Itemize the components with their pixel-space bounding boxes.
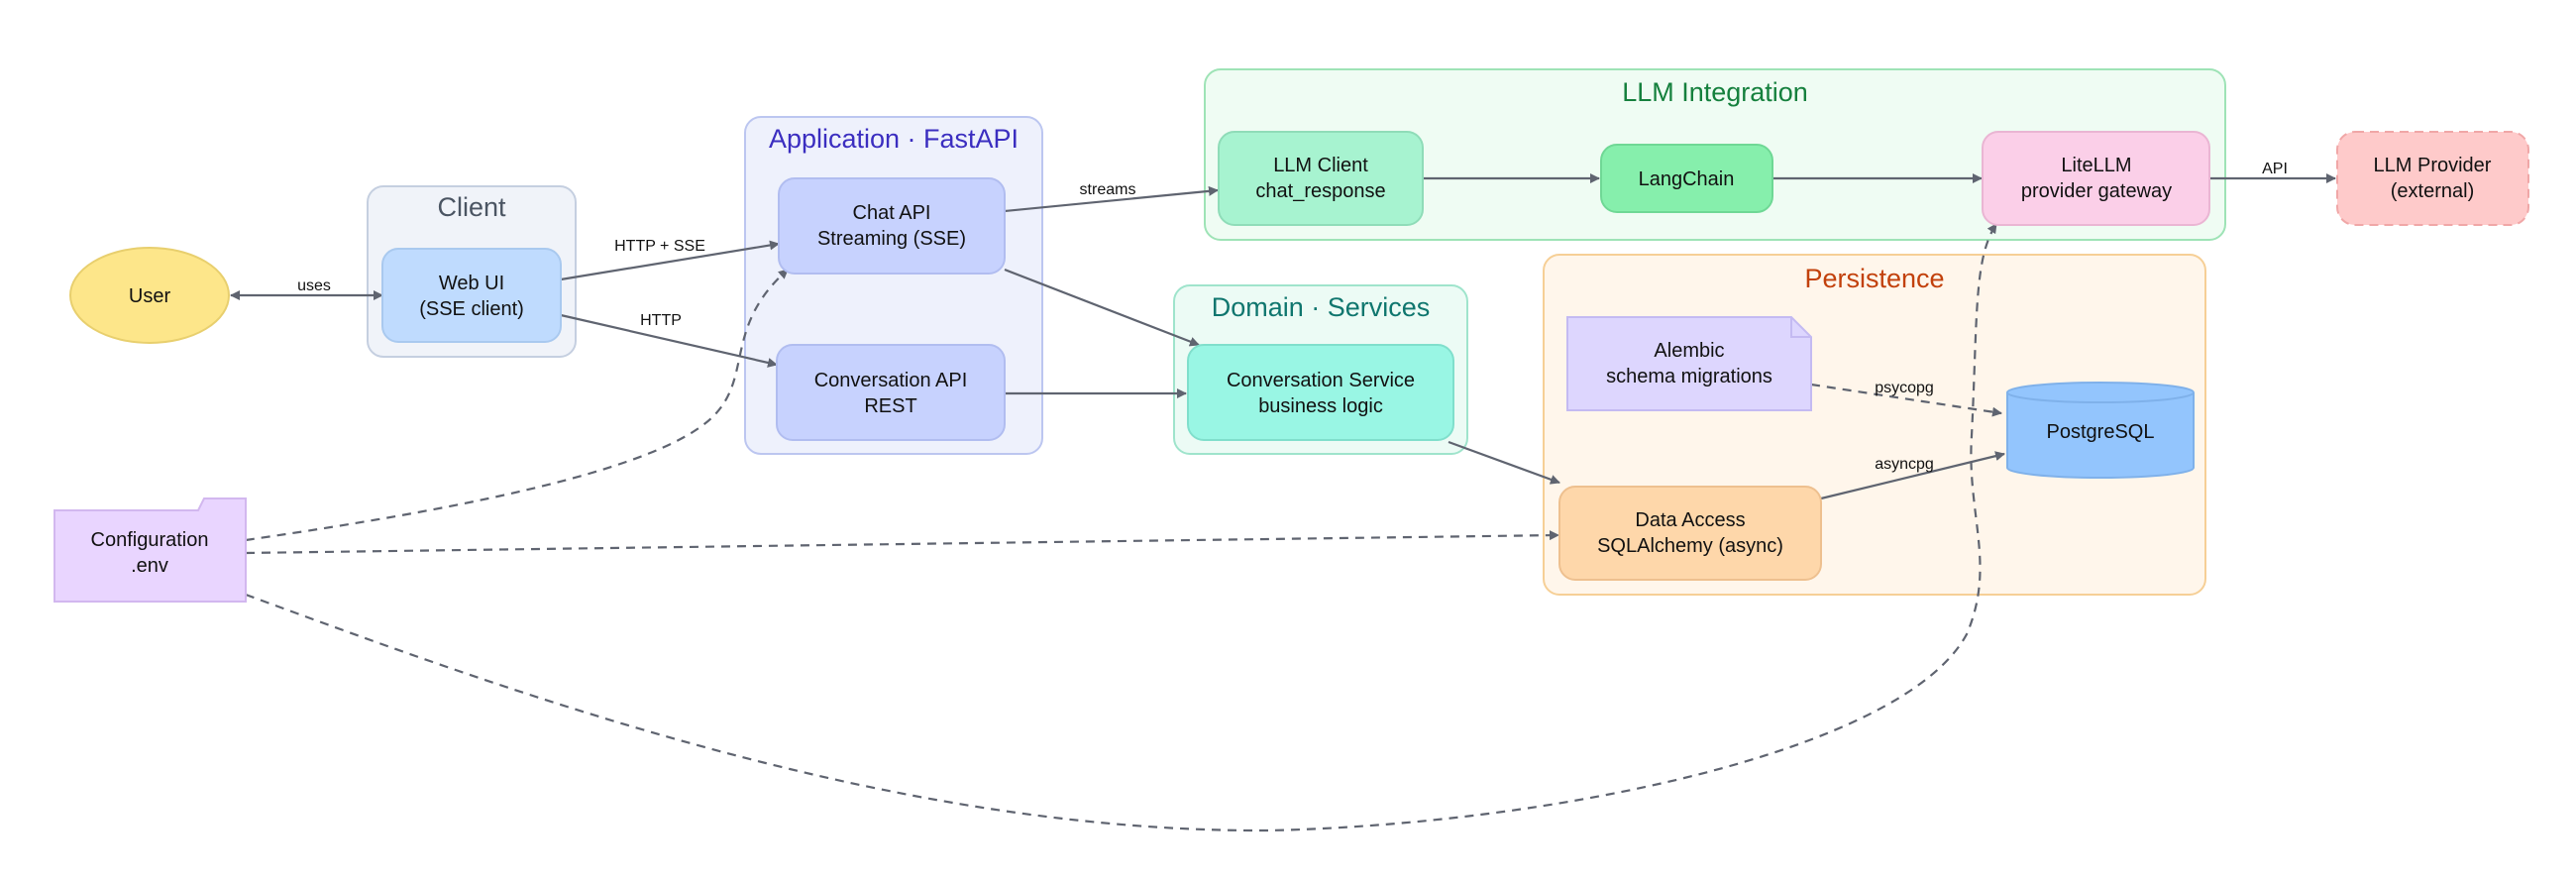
edge-chat-api-conversation-service — [1004, 268, 1200, 347]
cluster-title-application: Application · FastAPI — [769, 124, 1019, 154]
node-alembic: Alembic schema migrations — [1566, 316, 1812, 411]
edge-label-http: HTTP — [640, 312, 682, 329]
edge-label-streams: streams — [1080, 181, 1136, 198]
edge-web-ui-conversation-api — [560, 313, 778, 368]
node-llm-provider-line2: (external) — [2391, 180, 2474, 202]
node-conversation-api-line1: Conversation API — [814, 370, 968, 391]
node-configuration: Configuration .env — [54, 497, 247, 603]
node-conversation-service-line1: Conversation Service — [1227, 370, 1415, 391]
edge-label-uses: uses — [297, 277, 331, 294]
node-configuration-line1: Configuration — [91, 529, 209, 551]
node-data-access-line2: SQLAlchemy (async) — [1597, 535, 1783, 557]
cluster-title-llm-integration: LLM Integration — [1622, 77, 1808, 107]
node-web-ui: Web UI (SSE client) — [381, 248, 562, 343]
edge-label-http-sse: HTTP + SSE — [614, 238, 705, 255]
node-llm-client: LLM Client chat_response — [1218, 131, 1424, 226]
edge-configuration-litellm — [245, 223, 1997, 832]
node-conversation-api-line2: REST — [864, 395, 916, 417]
edge-label-asyncpg: asyncpg — [1875, 456, 1934, 473]
node-data-access: Data Access SQLAlchemy (async) — [1558, 486, 1822, 581]
node-litellm-line1: LiteLLM — [2061, 155, 2131, 176]
node-conversation-service: Conversation Service business logic — [1187, 344, 1454, 441]
edge-chat-api-llm-client — [1004, 185, 1219, 213]
node-chat-api: Chat API Streaming (SSE) — [778, 177, 1006, 275]
node-postgres-label: PostgreSQL — [2047, 421, 2155, 443]
edge-alembic-postgres — [1810, 383, 2002, 417]
node-conversation-service-line2: business logic — [1258, 395, 1383, 417]
node-data-access-line1: Data Access — [1635, 509, 1745, 531]
node-langchain-label: LangChain — [1639, 168, 1735, 190]
cluster-title-domain-services: Domain · Services — [1212, 292, 1431, 322]
node-chat-api-line1: Chat API — [853, 202, 931, 224]
node-litellm-line2: provider gateway — [2021, 180, 2172, 202]
node-web-ui-line1: Web UI — [439, 273, 504, 294]
node-configuration-line2: .env — [131, 555, 168, 577]
node-llm-client-line2: chat_response — [1255, 180, 1385, 202]
node-litellm: LiteLLM provider gateway — [1982, 131, 2210, 226]
edge-web-ui-chat-api — [560, 240, 780, 281]
node-llm-client-line1: LLM Client — [1273, 155, 1368, 176]
edge-configuration-data-access — [245, 530, 1559, 555]
node-llm-provider-line1: LLM Provider — [2374, 155, 2492, 176]
cluster-title-persistence: Persistence — [1804, 264, 1944, 293]
cluster-title-client: Client — [437, 192, 506, 222]
node-user-label: User — [129, 285, 171, 307]
node-alembic-line2: schema migrations — [1606, 366, 1772, 387]
node-chat-api-line2: Streaming (SSE) — [817, 228, 966, 250]
edge-configuration-chat-api — [245, 269, 789, 542]
edge-label-api: API — [2262, 161, 2288, 177]
node-langchain: LangChain — [1600, 144, 1773, 213]
node-postgres: PostgreSQL — [2006, 382, 2195, 479]
node-web-ui-line2: (SSE client) — [419, 298, 524, 320]
node-user: User — [69, 247, 230, 344]
edge-data-access-postgres — [1820, 451, 2005, 500]
node-conversation-api: Conversation API REST — [776, 344, 1006, 441]
edges — [230, 173, 2336, 832]
node-alembic-line1: Alembic — [1654, 340, 1724, 362]
edge-label-psycopg: psycopg — [1875, 380, 1934, 396]
node-llm-provider: LLM Provider (external) — [2336, 131, 2529, 226]
edge-conversation-service-data-access — [1448, 440, 1560, 485]
